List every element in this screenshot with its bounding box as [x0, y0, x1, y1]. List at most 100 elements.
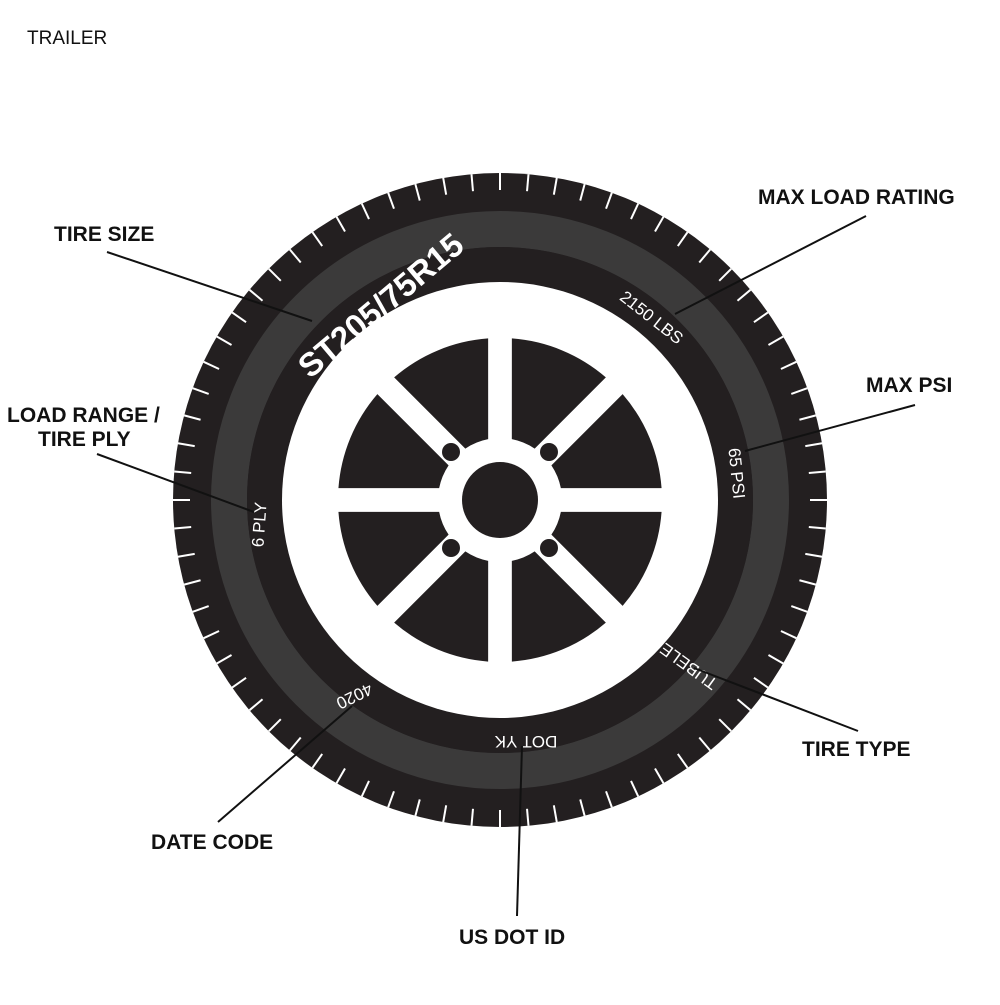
- rim-windows: [338, 338, 662, 662]
- tread-tick: [387, 790, 395, 808]
- tread-tick: [360, 780, 370, 797]
- tread-tick: [470, 174, 474, 192]
- tread-tick: [231, 676, 247, 689]
- tread-tick: [718, 268, 732, 282]
- caption-load-range-line1: LOAD RANGE /: [7, 404, 160, 427]
- tread-tick: [552, 177, 558, 195]
- tread-tick: [805, 442, 823, 448]
- leader-tire-size: [106, 251, 313, 322]
- leader-load-range: [96, 453, 255, 513]
- tread-tick: [526, 808, 530, 826]
- rim-window: [394, 551, 489, 662]
- rim-window: [511, 551, 606, 662]
- tread-tick: [630, 780, 640, 797]
- tread-tick: [552, 805, 558, 823]
- caption-load-range-line2: TIRE PLY: [38, 428, 131, 451]
- tread-tick: [335, 767, 346, 784]
- tread-tick: [177, 552, 195, 558]
- rim-window: [338, 511, 449, 606]
- tread-tick: [808, 470, 826, 474]
- sidewall-dot: DOT YK: [494, 732, 557, 751]
- sidewall-ply: 6 PLY: [248, 501, 270, 547]
- tread-tick: [183, 414, 201, 421]
- caption-max-psi: MAX PSI: [866, 374, 953, 397]
- tread-tick: [526, 174, 530, 192]
- tread-tick: [387, 192, 395, 210]
- tread-tick: [605, 790, 613, 808]
- tread-tick: [799, 579, 817, 586]
- tread-tick: [311, 753, 324, 769]
- tread-tick: [790, 387, 808, 395]
- tread-tick: [414, 183, 421, 201]
- tread-tick: [203, 630, 220, 640]
- tread-tick: [654, 767, 665, 784]
- tread-tick: [360, 203, 370, 220]
- caption-tire-type: TIRE TYPE: [802, 738, 911, 761]
- tread-ticks: [173, 173, 827, 827]
- tread-tick: [780, 630, 797, 640]
- leader-date-code: [217, 705, 353, 823]
- tread-tick: [442, 177, 448, 195]
- tread-tick: [630, 203, 640, 220]
- rim-window: [338, 394, 449, 489]
- tread-tick: [780, 360, 797, 370]
- tread-tick: [231, 311, 247, 324]
- lug-nut: [540, 539, 558, 557]
- leader-tire-type: [693, 667, 859, 732]
- sidewall-band: [211, 211, 789, 789]
- tread-tick: [311, 231, 324, 247]
- tread-tick: [335, 216, 346, 233]
- leader-max-psi: [744, 404, 916, 452]
- tread-tick: [605, 192, 613, 210]
- caption-max-load-rating: MAX LOAD RATING: [758, 186, 955, 209]
- tread-tick: [736, 698, 752, 711]
- lug-nut: [540, 443, 558, 461]
- tread-tick: [289, 736, 302, 752]
- rim-window: [551, 511, 662, 606]
- tread-tick: [579, 799, 586, 817]
- tread-tick: [718, 718, 732, 732]
- lug-nut: [442, 443, 460, 461]
- tread-tick: [268, 268, 282, 282]
- tread-tick: [676, 231, 689, 247]
- caption-us-dot-id: US DOT ID: [459, 926, 566, 949]
- tread-tick: [174, 526, 192, 530]
- tread-tick: [736, 289, 752, 302]
- tread-tick: [177, 442, 195, 448]
- tread-tick: [753, 311, 769, 324]
- corner-label: TRAILER: [27, 28, 108, 49]
- tread-tick: [192, 387, 210, 395]
- tread-tick: [805, 552, 823, 558]
- tread-tick: [216, 335, 233, 346]
- caption-tire-size: TIRE SIZE: [54, 223, 155, 246]
- tread-tick: [174, 470, 192, 474]
- leader-max-load: [674, 215, 867, 315]
- lug-nut: [442, 539, 460, 557]
- tread-tick: [654, 216, 665, 233]
- tread-tick: [698, 248, 711, 264]
- tread-tick: [676, 753, 689, 769]
- tread-tick: [248, 289, 264, 302]
- tread-tick: [767, 335, 784, 346]
- tread-tick: [268, 718, 282, 732]
- tread-tick: [753, 676, 769, 689]
- tread-tick: [192, 605, 210, 613]
- tread-tick: [470, 808, 474, 826]
- rim-window: [394, 338, 489, 449]
- tread-tick: [698, 736, 711, 752]
- tread-tick: [203, 360, 220, 370]
- tread-tick: [183, 579, 201, 586]
- hub-center: [462, 462, 538, 538]
- tread-tick: [216, 654, 233, 665]
- tread-tick: [248, 698, 264, 711]
- caption-load-range: LOAD RANGE / TIRE PLY: [7, 404, 160, 452]
- caption-date-code: DATE CODE: [151, 831, 274, 854]
- rim-window: [511, 338, 606, 449]
- tread-tick: [799, 414, 817, 421]
- rim-window: [551, 394, 662, 489]
- tread-tick: [767, 654, 784, 665]
- tread-tick: [414, 799, 421, 817]
- leader-us-dot: [516, 745, 523, 917]
